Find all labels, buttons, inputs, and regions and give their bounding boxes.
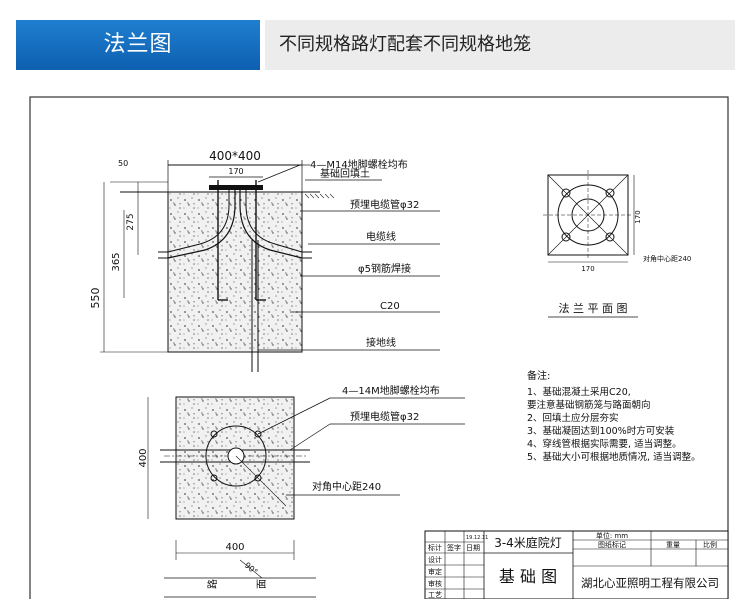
label-bolts: 4—M14地脚螺栓均布 <box>310 158 408 171</box>
tb-check: 审核 <box>428 579 442 588</box>
dim-550: 550 <box>89 288 102 309</box>
label-cable: 电缆线 <box>366 230 396 243</box>
note-line-1: 1、基础混凝土采用C20, <box>527 386 631 398</box>
tb-role-mark: 标计 <box>428 543 442 552</box>
label-backfill: 基础回填土 <box>320 167 370 180</box>
flange-dim-h: 170 <box>581 265 594 273</box>
plan-label-diag: 对角中心距240 <box>312 480 381 493</box>
notes-title: 备注: <box>527 369 550 382</box>
flange-diag-note: 对角中心距240 <box>643 254 691 263</box>
plan-dim-400-bottom: 400 <box>225 542 244 553</box>
dim-275: 275 <box>126 213 136 230</box>
notes-block: 备注: 1、基础混凝土采用C20, 要注意基础钢筋笼与路面朝向 2、回填土应分层… <box>527 369 701 463</box>
flange-plan: 170 170 对角中心距240 法 兰 平 面 图 <box>543 170 691 318</box>
engineering-drawing: 400*400 170 50 275 365 550 4—M14地脚螺栓均布 基… <box>0 90 750 603</box>
tb-company: 湖北心亚照明工程有限公司 <box>581 576 719 590</box>
tb-scale: 比例 <box>703 540 717 549</box>
plan-angle: 90° <box>243 561 260 577</box>
flange-caption: 法 兰 平 面 图 <box>559 301 628 315</box>
page-title: 法兰图 <box>16 20 260 70</box>
tb-date: 19.12.11 <box>466 535 488 541</box>
label-concrete: C20 <box>380 301 400 312</box>
tb-role-sign: 签字 <box>447 543 461 552</box>
flange-dim-v: 170 <box>634 210 642 223</box>
label-rebar: φ5钢筋焊接 <box>358 262 411 275</box>
label-ground-wire: 接地线 <box>366 336 396 349</box>
tb-product: 3-4米庭院灯 <box>494 535 562 550</box>
flange-plate <box>209 185 263 190</box>
drawing-frame <box>29 96 729 603</box>
note-line-3: 2、回填土应分层夯实 <box>527 412 619 424</box>
tb-role-date: 日期 <box>466 544 480 552</box>
dim-365: 365 <box>111 252 122 271</box>
title-block: 19.12.11 标计 签字 日期 设计 审定 审核 工艺 3-4米庭院灯 基 … <box>424 530 729 600</box>
section-view: 400*400 170 50 275 365 550 4—M14地脚螺栓均布 基… <box>89 149 440 372</box>
page-subtitle: 不同规格路灯配套不同规格地笼 <box>265 20 735 70</box>
note-line-2: 要注意基础钢筋笼与路面朝向 <box>527 399 651 411</box>
foundation-block <box>167 191 303 353</box>
dim-inner-width: 170 <box>228 167 243 176</box>
tb-design: 设计 <box>428 555 442 564</box>
tb-review: 审定 <box>428 567 442 576</box>
surface-label: 面 <box>257 579 268 589</box>
note-line-4: 3、基础凝固达到100%时方可安装 <box>527 425 675 437</box>
tb-weight: 重量 <box>666 541 680 549</box>
tb-drawing-mark: 图纸标记 <box>598 540 626 549</box>
plan-label-bolts: 4—14M地脚螺栓均布 <box>342 384 440 397</box>
header: 法兰图 不同规格路灯配套不同规格地笼 <box>0 20 750 70</box>
label-conduit: 预埋电缆管φ32 <box>350 198 419 211</box>
plan-view: 4—14M地脚螺栓均布 预埋电缆管φ32 对角中心距240 400 400 90… <box>138 384 465 598</box>
plan-dim-400-left: 400 <box>138 448 149 467</box>
tb-craft: 工艺 <box>428 591 442 599</box>
plan-label-conduit: 预埋电缆管φ32 <box>350 410 419 423</box>
tb-drawing-name: 基 础 图 <box>499 567 557 586</box>
note-line-6: 5、基础大小可根据地质情况, 适当调整。 <box>527 451 701 463</box>
dim-50: 50 <box>118 159 128 168</box>
dim-top-width: 400*400 <box>209 149 261 163</box>
tb-unit: 单位: mm <box>596 531 628 540</box>
note-line-5: 4、穿线管根据实际需要, 适当调整。 <box>527 438 682 450</box>
road-label: 路 <box>206 579 219 589</box>
